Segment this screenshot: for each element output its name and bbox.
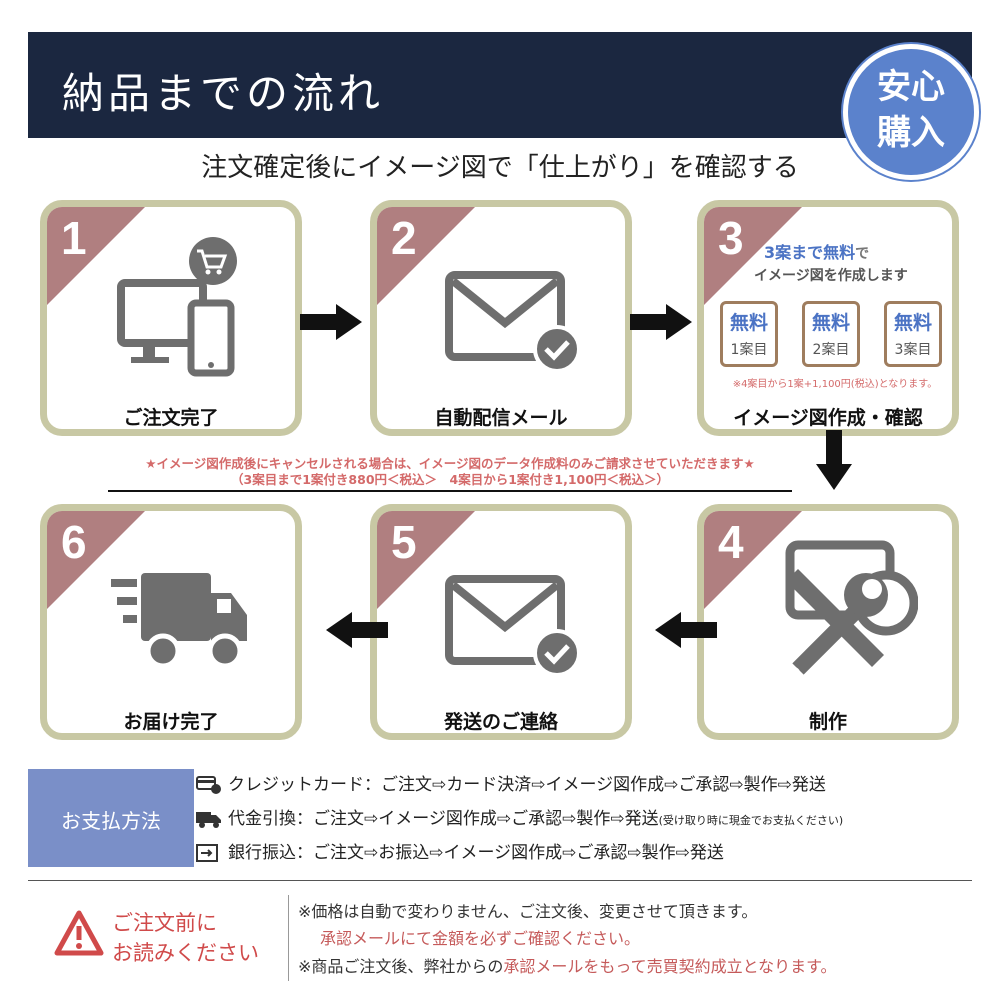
free-designs-subline: イメージ図を作成します — [754, 268, 908, 284]
tools-wrench-icon — [785, 540, 918, 679]
free-designs-headline: 3案まで無料で — [764, 243, 870, 262]
step-label: 制作 — [808, 711, 847, 733]
mail-check-icon — [445, 575, 577, 677]
step-number: 6 — [61, 516, 87, 568]
step-label: 発送のご連絡 — [443, 711, 558, 733]
step-number: 5 — [391, 516, 417, 568]
step-card-1: 1 ご注文完了 — [40, 200, 302, 436]
payment-row-bank: 銀行振込：ご注文⇨お振込⇨イメージ図作成⇨ご承認⇨製作⇨発送 — [196, 838, 724, 866]
reassurance-badge-text: 安心 購入 — [877, 67, 945, 153]
step-card-5: 5 発送のご連絡 — [370, 504, 632, 740]
extra-design-fee-note: ※4案目から1案+1,100円(税込)となります。 — [732, 379, 938, 390]
credit-card-icon — [196, 776, 221, 794]
header-bar — [28, 32, 972, 138]
page-subtitle: 注文確定後にイメージ図で「仕上がり」を確認する — [201, 153, 799, 183]
payment-row-cod: 代金引換：ご注文⇨イメージ図作成⇨ご承認⇨製作⇨発送(受け取り時に現金でお支払く… — [196, 804, 843, 832]
step-label: 自動配信メール — [434, 407, 568, 429]
mail-check-icon — [445, 271, 577, 373]
step-number: 1 — [61, 212, 87, 264]
payment-methods-title: お支払方法 — [61, 809, 161, 833]
step-number: 2 — [391, 212, 417, 264]
warning-icon — [54, 910, 104, 956]
reassurance-badge — [843, 44, 979, 180]
divider-line — [108, 490, 792, 492]
section-divider — [28, 880, 972, 881]
delivery-truck-icon — [111, 573, 247, 669]
step-label: イメージ図作成・確認 — [733, 407, 923, 429]
step-card-2: 2 自動配信メール — [370, 200, 632, 436]
right-arrow-icon — [300, 304, 362, 340]
payment-row-credit: クレジットカード：ご注文⇨カード決済⇨イメージ図作成⇨ご承認⇨製作⇨発送 — [196, 770, 826, 798]
step-card-4: 4 制作 — [697, 504, 959, 740]
step-card-6: 6 お届け完了 — [40, 504, 302, 740]
page-title: 納品までの流れ — [62, 69, 385, 118]
notice-line-2: 承認メールにて金額を必ずご確認ください。 — [320, 929, 641, 948]
notice-divider — [288, 895, 289, 981]
left-arrow-icon — [326, 612, 388, 648]
step-label: お届け完了 — [123, 711, 219, 733]
bank-transfer-icon — [196, 844, 218, 862]
cancellation-note: ★イメージ図作成後にキャンセルされる場合は、イメージ図のデータ作成料のみご請求さ… — [145, 456, 755, 487]
left-arrow-icon — [655, 612, 717, 648]
notice-line-1: ※価格は自動で変わりません、ご注文後、変更させて頂きます。 — [298, 902, 758, 921]
step-number: 3 — [718, 212, 744, 264]
notice-line-3: ※商品ご注文後、弊社からの承認メールをもって売買契約成立となります。 — [298, 957, 837, 976]
step-number: 4 — [718, 516, 744, 568]
order-computer-phone-icon — [117, 237, 237, 377]
payment-methods-box — [28, 769, 194, 867]
down-arrow-icon — [816, 430, 852, 490]
notice-title: ご注文前に お読みください — [112, 911, 259, 965]
right-arrow-icon — [630, 304, 692, 340]
step-label: ご注文完了 — [123, 407, 219, 429]
cod-truck-icon — [196, 812, 221, 828]
